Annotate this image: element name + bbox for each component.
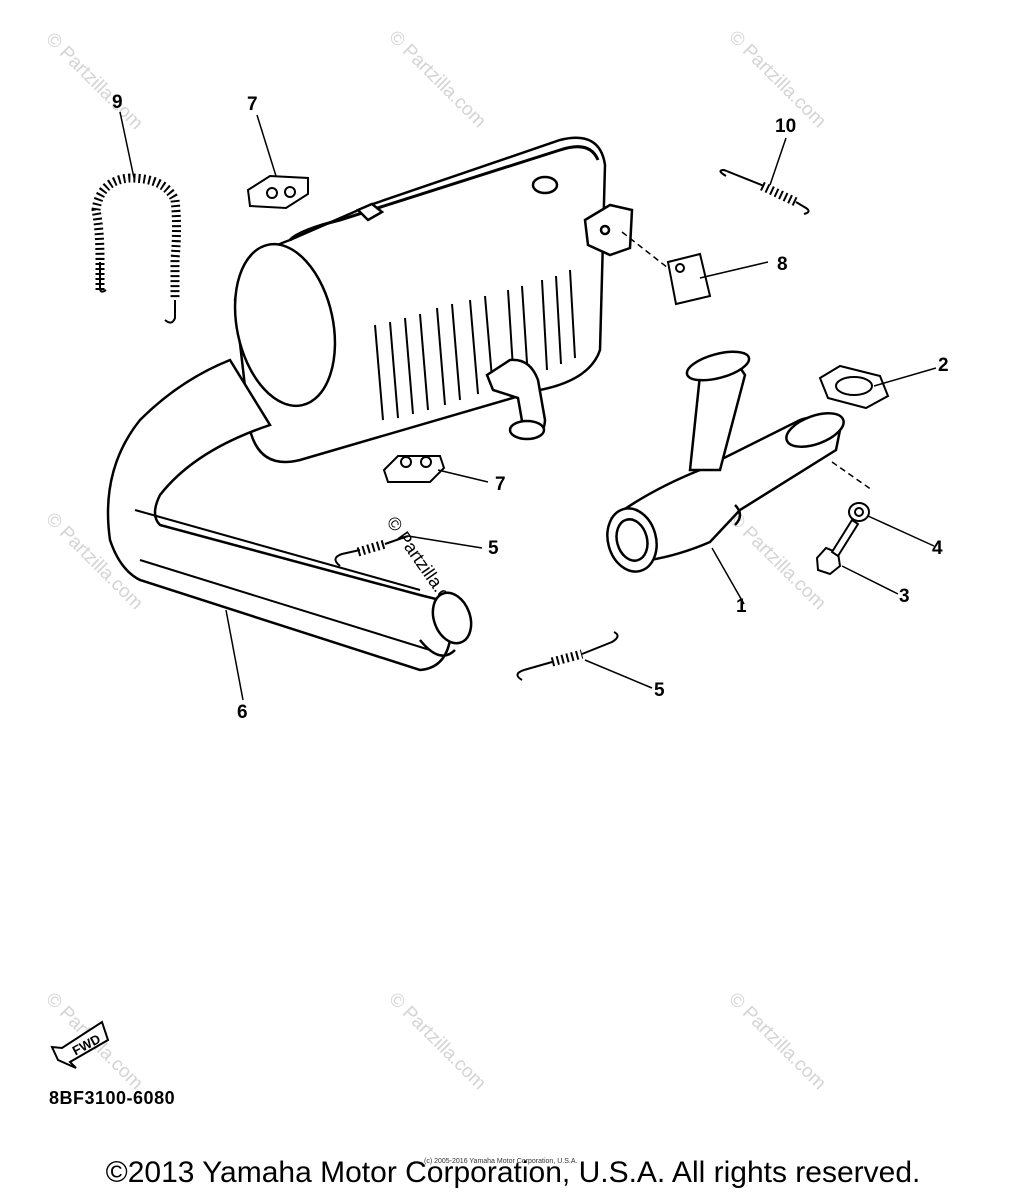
svg-text:© Partzilla.com: © Partzilla.com xyxy=(41,29,146,134)
callout-7-middle: 7 xyxy=(495,474,506,495)
callout-numbers: 1 2 3 4 5 5 6 7 7 8 9 10 xyxy=(112,92,949,723)
leader-lines xyxy=(119,111,937,701)
watermark-2: © Partzilla.com xyxy=(384,27,489,132)
joint-pipe-part xyxy=(606,350,845,573)
callout-3: 3 xyxy=(899,586,910,607)
svg-text:© Partzilla.com: © Partzilla.com xyxy=(384,27,489,132)
spring-hook-left xyxy=(99,262,107,293)
callout-7-top: 7 xyxy=(247,94,258,115)
callout-2: 2 xyxy=(938,355,949,376)
callout-6: 6 xyxy=(237,702,248,723)
callout-5-lower: 5 xyxy=(654,680,665,701)
bolt-part xyxy=(815,518,860,576)
copyright-notice: ©2013 Yamaha Motor Corporation, U.S.A. A… xyxy=(105,1156,921,1189)
part-code: 8BF3100-6080 xyxy=(49,1088,176,1108)
gasket-part xyxy=(818,364,890,410)
watermark-8: © Partzilla.com xyxy=(724,989,829,1094)
small-copyright: (c) 2005-2016 Yamaha Motor Corporation, … xyxy=(424,1158,578,1165)
muffler-assembly xyxy=(233,136,634,464)
spring-hook-right xyxy=(164,300,176,324)
callout-4: 4 xyxy=(932,538,943,559)
callout-5-upper: 5 xyxy=(488,538,499,559)
watermark-1: © Partzilla.com xyxy=(41,29,146,134)
watermark-7: © Partzilla.com xyxy=(384,989,489,1094)
svg-text:© Partzilla.com: © Partzilla.com xyxy=(724,989,829,1094)
callout-10: 10 xyxy=(775,116,796,137)
muffler-top-edge xyxy=(288,145,600,242)
callout-1: 1 xyxy=(736,596,747,617)
spring-5-upper-part xyxy=(334,535,409,567)
damper-middle-part xyxy=(382,455,446,483)
damper-top-part xyxy=(246,174,309,210)
washer-part xyxy=(848,502,870,522)
callout-8: 8 xyxy=(777,254,788,275)
exhaust-pipe-part xyxy=(106,358,473,672)
leader-dashed-joint xyxy=(831,461,873,491)
damper-8-part xyxy=(666,252,712,306)
spring-5-lower-part xyxy=(516,631,619,681)
spring-10-part xyxy=(719,168,810,215)
callout-9: 9 xyxy=(112,92,123,113)
svg-text:© Partzilla.com: © Partzilla.com xyxy=(384,989,489,1094)
spring-long-part xyxy=(91,173,181,324)
spring-coil-path xyxy=(91,173,181,300)
